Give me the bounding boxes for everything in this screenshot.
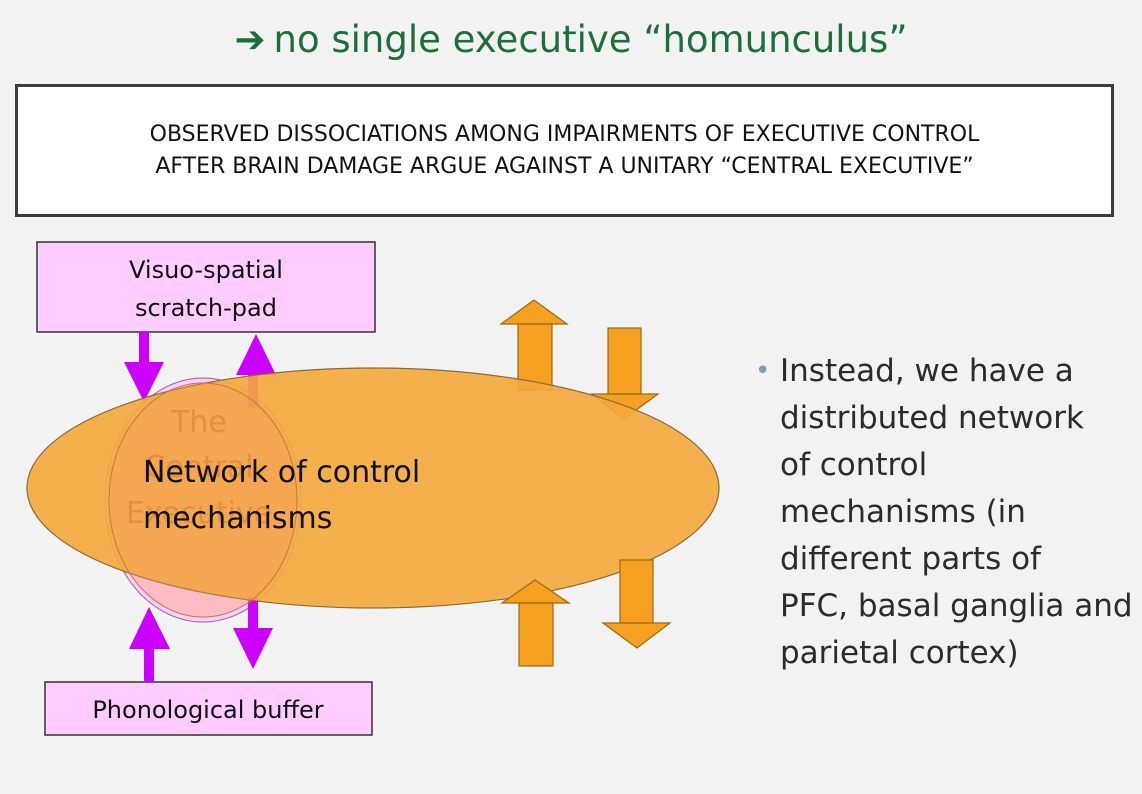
visuo-spatial-label-line-2: scratch-pad: [135, 294, 277, 322]
bullet-text-block: Instead, we have a distributed network o…: [780, 348, 1133, 677]
central-executive-label-line-2: Central: [144, 450, 253, 485]
phonological-buffer-box: [44, 681, 373, 736]
claim-box: OBSERVED DISSOCIATIONS AMONG IMPAIRMENTS…: [15, 84, 1114, 217]
bullet-line: distributed network: [780, 400, 1084, 436]
bullet-line: different parts of: [780, 541, 1041, 577]
orange-arrow-up-top-icon: [499, 299, 569, 391]
visuo-spatial-label-line-1: Visuo-spatial: [129, 256, 283, 284]
claim-line-1: OBSERVED DISSOCIATIONS AMONG IMPAIRMENTS…: [149, 121, 980, 147]
orange-arrow-down-bottom-icon: [601, 559, 672, 649]
bullet-line: Instead, we have a: [780, 353, 1074, 389]
arrow-down-to-buffer-icon: [233, 597, 273, 669]
orange-arrow-up-bottom-icon: [500, 579, 571, 667]
network-ellipse: [26, 367, 720, 609]
arrow-up-from-buffer-icon: [129, 607, 170, 682]
bullet-line: PFC, basal ganglia and: [780, 588, 1133, 624]
bullet-line: mechanisms (in: [780, 494, 1026, 530]
bullet-icon: •: [755, 356, 771, 386]
slide-title-text: no single executive “homunculus”: [273, 18, 908, 61]
claim-line-2: AFTER BRAIN DAMAGE ARGUE AGAINST A UNITA…: [155, 153, 974, 179]
central-executive-label-line-1: The: [170, 405, 227, 440]
arrow-down-to-executive-icon: [124, 332, 164, 402]
arrow-right-icon: ➔: [234, 18, 266, 61]
phonological-buffer-label: Phonological buffer: [92, 696, 323, 724]
explanation-bullet: • Instead, we have a distributed network…: [755, 348, 1133, 677]
claim-text: OBSERVED DISSOCIATIONS AMONG IMPAIRMENTS…: [150, 119, 980, 183]
network-label-line-2: mechanisms: [143, 501, 332, 536]
slide-title: ➔no single executive “homunculus”: [0, 16, 1142, 64]
central-executive-overlap: [108, 382, 298, 618]
central-executive-label-line-3: Executive: [126, 496, 272, 531]
visuo-spatial-box: [36, 241, 376, 333]
bullet-line: of control: [780, 447, 928, 483]
bullet-line: parietal cortex): [780, 635, 1019, 671]
network-label-line-1: Network of control: [143, 455, 420, 490]
